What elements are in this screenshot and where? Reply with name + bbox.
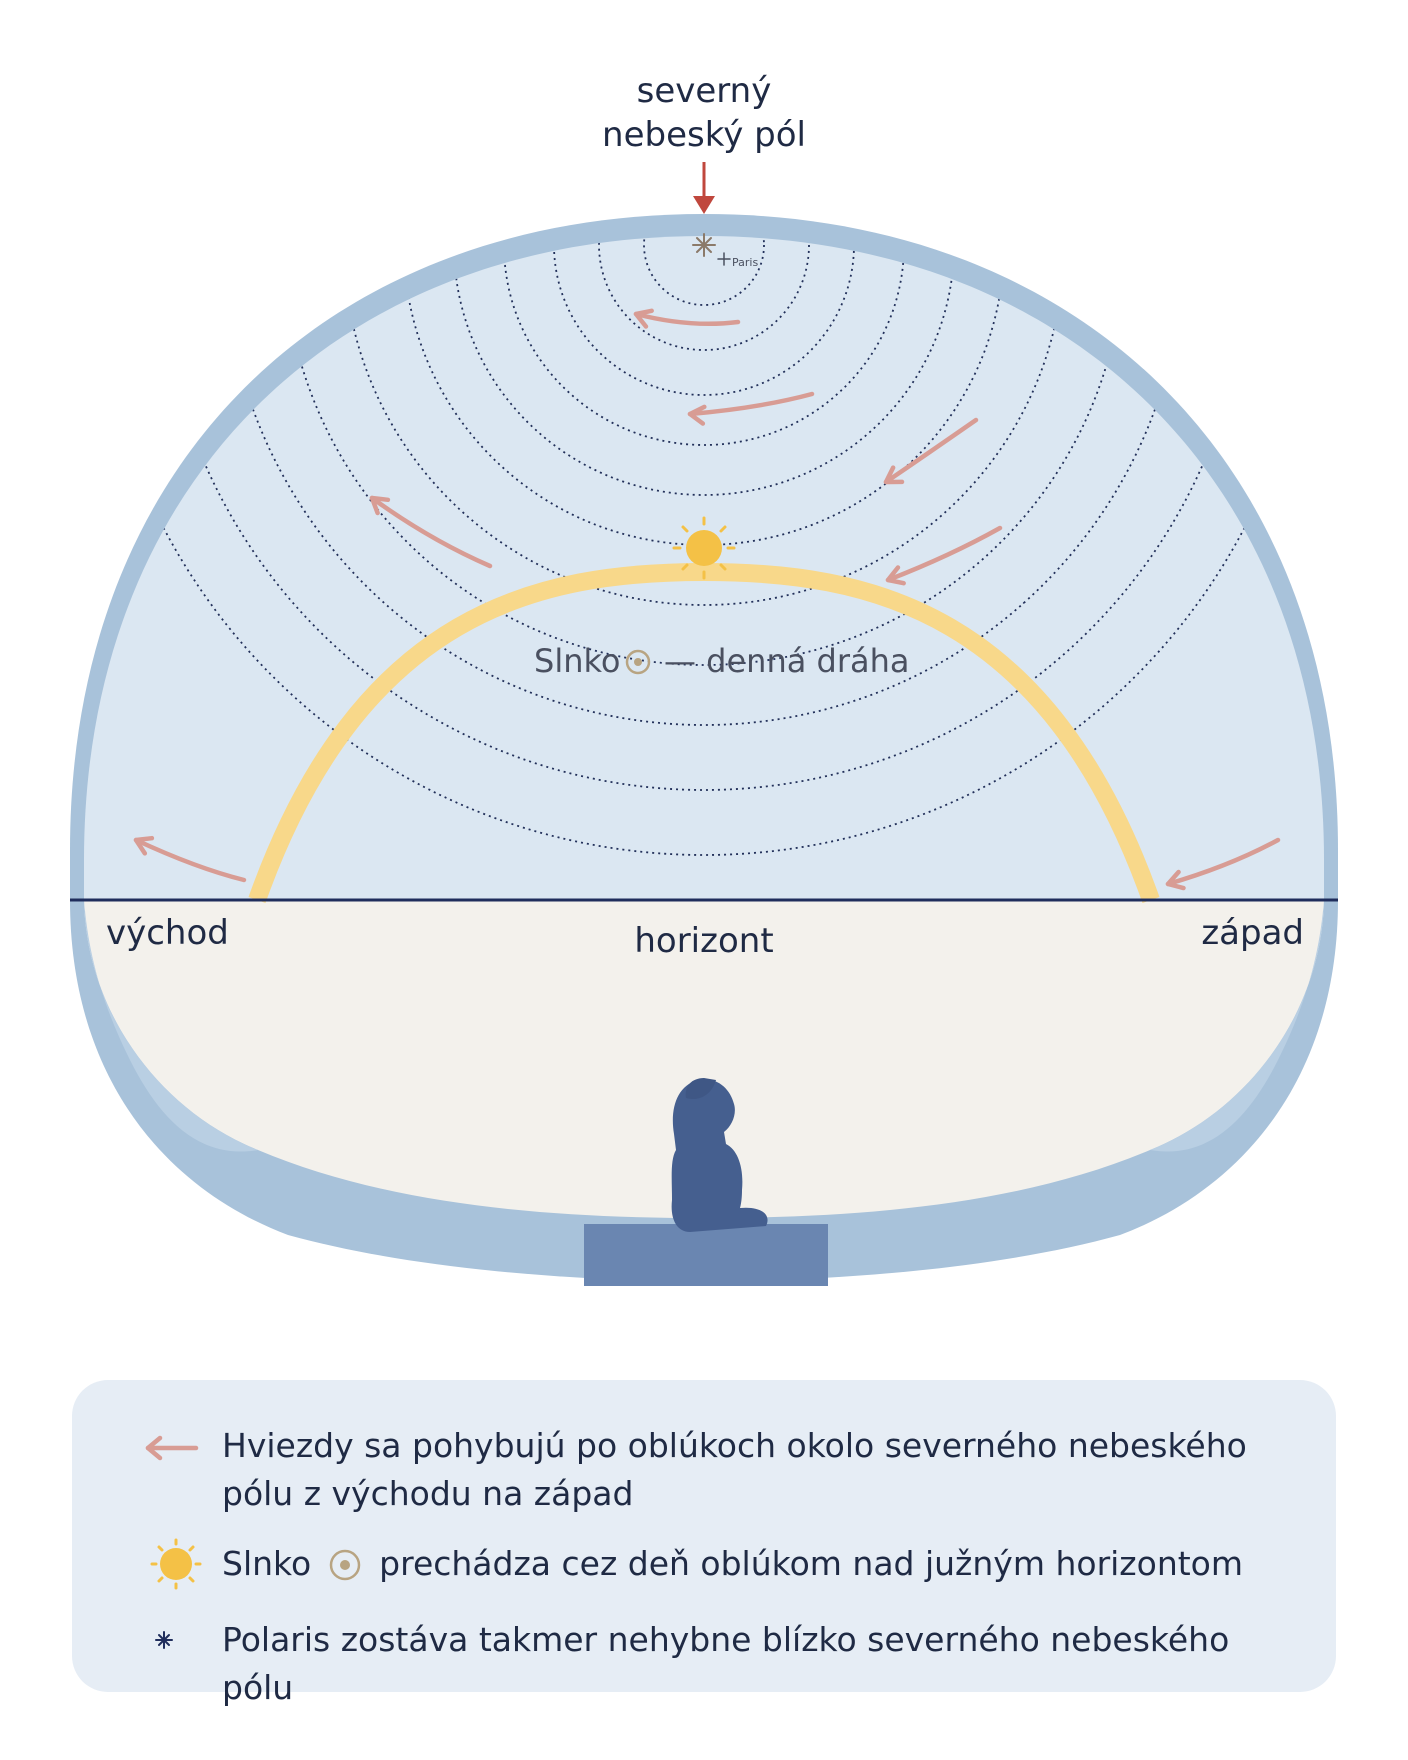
pole-label-line1: severný <box>637 71 772 111</box>
polaris-star-icon <box>692 233 716 257</box>
arrow-head-icon <box>133 835 155 856</box>
horizon-label: horizont <box>634 921 773 961</box>
pole-label-line2: nebeský pól <box>602 115 806 155</box>
arrow-head-icon <box>369 495 391 516</box>
ground-shadow-left <box>84 900 258 1152</box>
legend-sun-text: Slnko prechádza cez deň oblúkom nad južný… <box>222 1540 1302 1588</box>
star-motion-arrow <box>885 525 1003 583</box>
legend-sun-prefix: Slnko <box>222 1544 312 1583</box>
sun-icon <box>150 1538 202 1590</box>
star-motion-arrow <box>633 311 741 327</box>
legend-polaris-text: Polaris zostáva takmer nehybne blízko se… <box>222 1620 1230 1707</box>
polaris-label: Paris <box>732 256 758 269</box>
person-icon <box>671 1078 768 1232</box>
small-star-icon <box>717 252 731 266</box>
pole-arrow-icon <box>693 162 715 214</box>
sun-icon <box>672 516 736 580</box>
star-motion-arrow <box>133 837 247 883</box>
arrow-left-icon <box>145 1435 199 1461</box>
star-trail-circle <box>598 236 810 351</box>
east-label: východ <box>106 913 229 953</box>
arrow-head-icon <box>885 565 906 586</box>
legend-stars-text: Hviezdy sa pohybujú po oblúkoch okolo se… <box>222 1426 1247 1513</box>
star-motion-arrows <box>133 308 1281 891</box>
sun-path-label-prefix: Slnko <box>534 642 620 680</box>
star-icon <box>155 1631 173 1649</box>
star-motion-arrow <box>687 391 815 417</box>
star-trail-circle <box>643 236 765 306</box>
arrow-head-icon <box>883 465 905 485</box>
star-motion-arrow <box>1165 837 1281 887</box>
sun-symbol-icon <box>625 649 651 675</box>
arrow-head-icon <box>633 308 654 329</box>
ground-shadow-right <box>1150 900 1324 1152</box>
sun-symbol-icon <box>329 1549 361 1581</box>
ground <box>84 900 1324 1218</box>
star-motion-arrow <box>369 495 493 569</box>
star-motion-arrow <box>883 417 979 485</box>
legend-sun-suffix: prechádza cez deň oblúkom nad južným hor… <box>379 1544 1244 1583</box>
west-label: západ <box>1201 913 1304 953</box>
arrow-head-icon <box>687 404 707 426</box>
sun-path-label-suffix: — denná dráha <box>664 642 909 680</box>
legend-panel: Hviezdy sa pohybujú po oblúkoch okolo se… <box>72 1380 1336 1707</box>
arrow-head-icon <box>1165 869 1186 891</box>
bench <box>584 1224 828 1286</box>
